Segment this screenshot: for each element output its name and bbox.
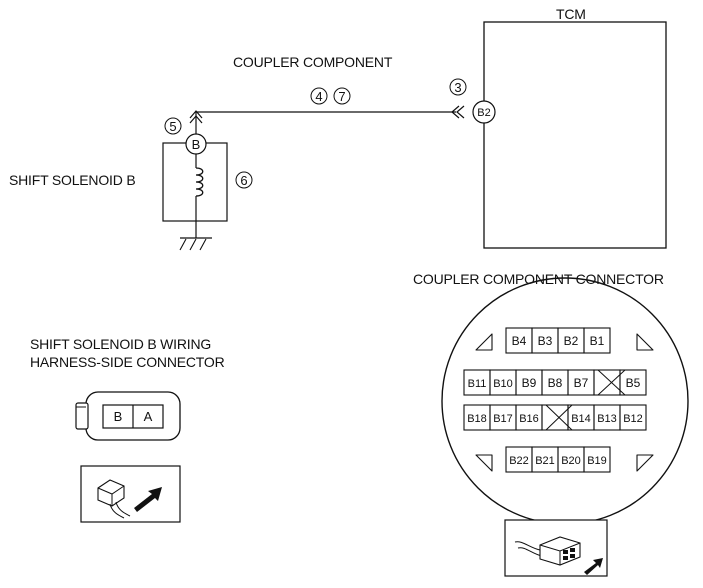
coupler-pin-label: B22 — [509, 455, 529, 467]
coupler-pin-label: B11 — [468, 378, 487, 390]
solenoid-terminal — [185, 133, 207, 155]
shift-solenoid-b-label: SHIFT SOLENOID B — [9, 172, 136, 188]
coupler-pin-label: B9 — [522, 376, 537, 390]
harness-connector — [75, 391, 181, 441]
coupler-pin-label: B12 — [623, 413, 643, 425]
callout-5: 5 — [169, 119, 176, 134]
callout-6: 6 — [240, 173, 247, 188]
tcm-coupler-chevron-icon — [451, 105, 465, 119]
coupler-view-icon — [504, 519, 608, 577]
coupler-pin-label: B13 — [597, 413, 617, 425]
coupler-connector-body — [441, 277, 689, 525]
coupler-pin-label: B10 — [493, 378, 513, 390]
coupler-pin-cell — [583, 327, 611, 354]
coupler-pin-label: B8 — [548, 376, 563, 390]
coil-icon — [195, 167, 204, 197]
ground-icon — [179, 237, 212, 251]
coupler-pin-label: B7 — [574, 376, 589, 390]
harness-connector-title-line2: HARNESS-SIDE CONNECTOR — [30, 354, 225, 370]
coupler-pin-label: B2 — [564, 334, 579, 348]
coupler-pin-label: B14 — [571, 413, 591, 425]
callout-3: 3 — [454, 80, 461, 95]
callout-7: 7 — [338, 89, 345, 104]
solenoid-coupler-chevron-icon — [189, 110, 203, 124]
coupler-pin-label: B21 — [535, 455, 555, 467]
connector-view-icon — [80, 465, 181, 523]
coupler-pin-label: B1 — [590, 334, 605, 348]
harness-pin-b: B — [114, 409, 123, 424]
tcm-terminal-label: B2 — [477, 107, 490, 119]
tcm-terminal — [472, 100, 496, 124]
coupler-pin-cell — [583, 446, 611, 473]
coupler-pin-label: B17 — [493, 413, 513, 425]
coupler-pin-label: B19 — [587, 455, 607, 467]
coupler-pin-label: B16 — [519, 413, 539, 425]
solenoid-box — [162, 142, 228, 222]
coupler-pin-label: B3 — [538, 334, 553, 348]
coupler-pin-cell — [619, 369, 647, 396]
coupler-pin-label: B4 — [512, 334, 527, 348]
solenoid-terminal-label: B — [192, 137, 201, 152]
coupler-pin-label: B5 — [626, 376, 641, 390]
coupler-pin-cell — [619, 404, 647, 431]
harness-pin-a: A — [144, 409, 153, 424]
coupler-component-label: COUPLER COMPONENT — [233, 54, 393, 70]
harness-connector-title-line1: SHIFT SOLENOID B WIRING — [30, 336, 212, 352]
coupler-connector-title: COUPLER COMPONENT CONNECTOR — [413, 271, 664, 287]
coupler-pin-label: B20 — [561, 455, 581, 467]
wire — [195, 111, 456, 136]
tcm-box — [483, 21, 667, 249]
coupler-pin-label: B18 — [467, 413, 487, 425]
tcm-title: TCM — [556, 6, 586, 22]
callout-4: 4 — [315, 89, 322, 104]
